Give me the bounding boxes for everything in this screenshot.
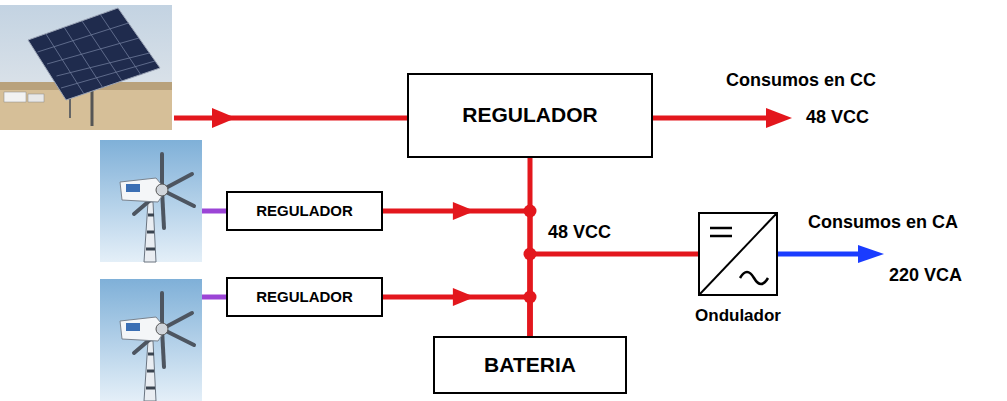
- power-bus-line: [383, 211, 530, 336]
- voltage-label: 48 VCC: [804, 107, 871, 128]
- junction-dots: [524, 205, 537, 304]
- dc-output-arrow: [652, 108, 792, 128]
- turbine-lead: [202, 295, 227, 300]
- box-label: REGULADOR: [256, 288, 353, 305]
- solar-panel-picture: [0, 5, 172, 130]
- power-bus-line: [530, 254, 698, 336]
- voltage-label: 48 VCC: [546, 222, 613, 243]
- box-label: BATERIA: [484, 353, 576, 377]
- output-label: Consumos en CA: [806, 212, 960, 233]
- inverter-symbol-box: [698, 212, 778, 296]
- controller-box: REGULADOR: [226, 191, 383, 231]
- solar-feed-arrow: [174, 108, 408, 128]
- controller-box: REGULADOR: [407, 73, 653, 158]
- turbine-lead: [202, 209, 227, 214]
- connector-group: [383, 158, 698, 336]
- inverter-symbol: [700, 214, 776, 294]
- box-label: REGULADOR: [462, 103, 597, 127]
- inverter-block: Ondulador: [688, 212, 788, 330]
- wind-turbine-picture: [100, 140, 202, 262]
- box-label: REGULADOR: [256, 202, 353, 219]
- wind-turbine-picture: [100, 279, 202, 401]
- arrow-head: [453, 202, 475, 220]
- block-caption: Ondulador: [695, 306, 781, 326]
- ac-output-arrow: [777, 245, 884, 263]
- controller-box: REGULADOR: [226, 277, 383, 317]
- battery-box: BATERIA: [433, 336, 627, 394]
- output-label: Consumos en CC: [724, 70, 878, 91]
- voltage-label: 220 VCA: [887, 265, 964, 286]
- arrow-head: [453, 288, 475, 306]
